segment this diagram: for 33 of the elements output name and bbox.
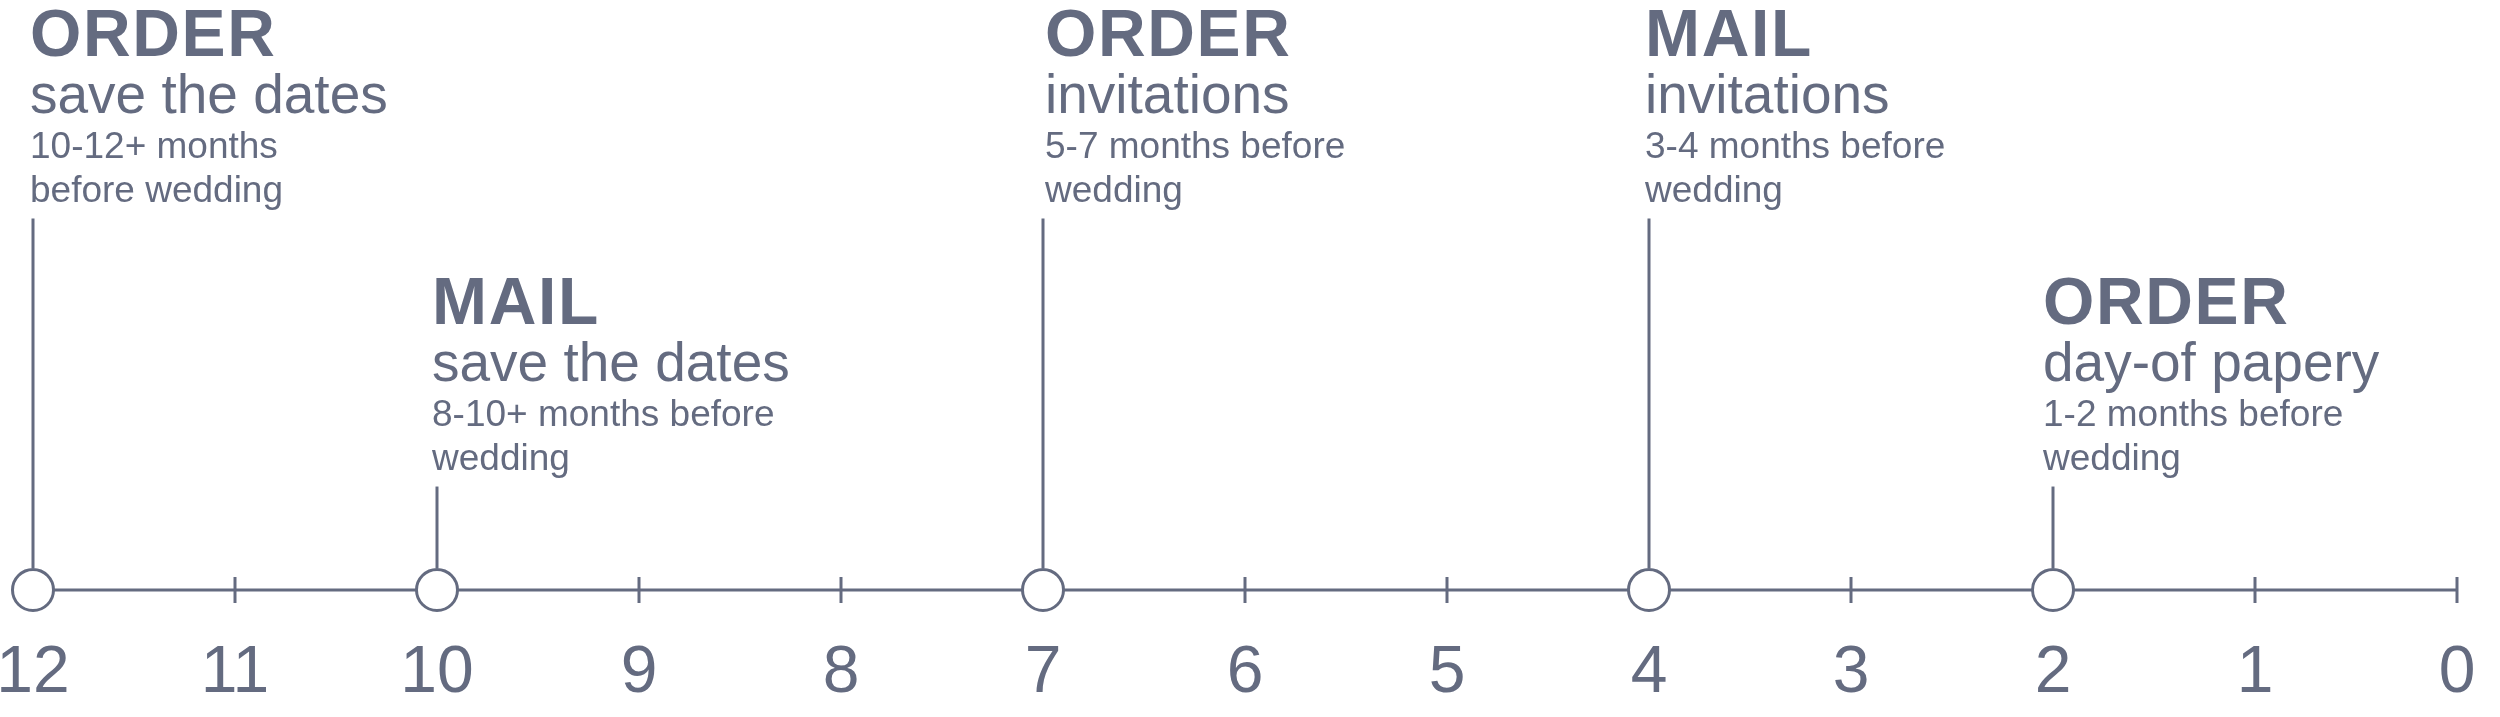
- month-number: 9: [619, 636, 659, 702]
- item-text: save the dates: [432, 334, 790, 392]
- item-text: invitations: [1045, 66, 1290, 124]
- timing-text: 8-10+ months before wedding: [432, 391, 776, 481]
- leader-line: [31, 218, 35, 568]
- month-number: 10: [399, 636, 475, 702]
- month-number: 11: [199, 636, 271, 702]
- leader-line: [1647, 218, 1651, 568]
- action-heading: MAIL: [432, 268, 600, 334]
- timing-text: 1-2 months before wedding: [2043, 392, 2344, 481]
- action-heading: MAIL: [1645, 0, 1813, 66]
- timing-text: 3-4 months before wedding: [1645, 123, 1947, 213]
- action-heading: ORDER: [2043, 268, 2290, 334]
- item-text: save the dates: [30, 66, 388, 124]
- item-text: invitations: [1645, 66, 1890, 124]
- timing-text: 5-7 months before wedding: [1045, 123, 1347, 213]
- month-number: 1: [2235, 636, 2275, 702]
- month-number: 4: [1629, 636, 1669, 702]
- action-heading: ORDER: [1045, 0, 1292, 66]
- month-number: 6: [1225, 636, 1265, 702]
- month-number: 8: [821, 636, 861, 702]
- item-text: day-of papery: [2043, 334, 2380, 392]
- action-heading: ORDER: [30, 0, 277, 66]
- month-number: 12: [0, 636, 71, 702]
- leader-line: [435, 486, 439, 568]
- month-number: 0: [2437, 636, 2477, 702]
- timing-text: 10-12+ months before wedding: [30, 123, 285, 213]
- month-number: 7: [1023, 636, 1063, 702]
- month-number: 3: [1831, 636, 1871, 702]
- leader-line: [1041, 218, 1045, 568]
- leader-line: [2051, 486, 2055, 568]
- month-number: 2: [2033, 636, 2073, 702]
- month-number: 5: [1427, 636, 1467, 702]
